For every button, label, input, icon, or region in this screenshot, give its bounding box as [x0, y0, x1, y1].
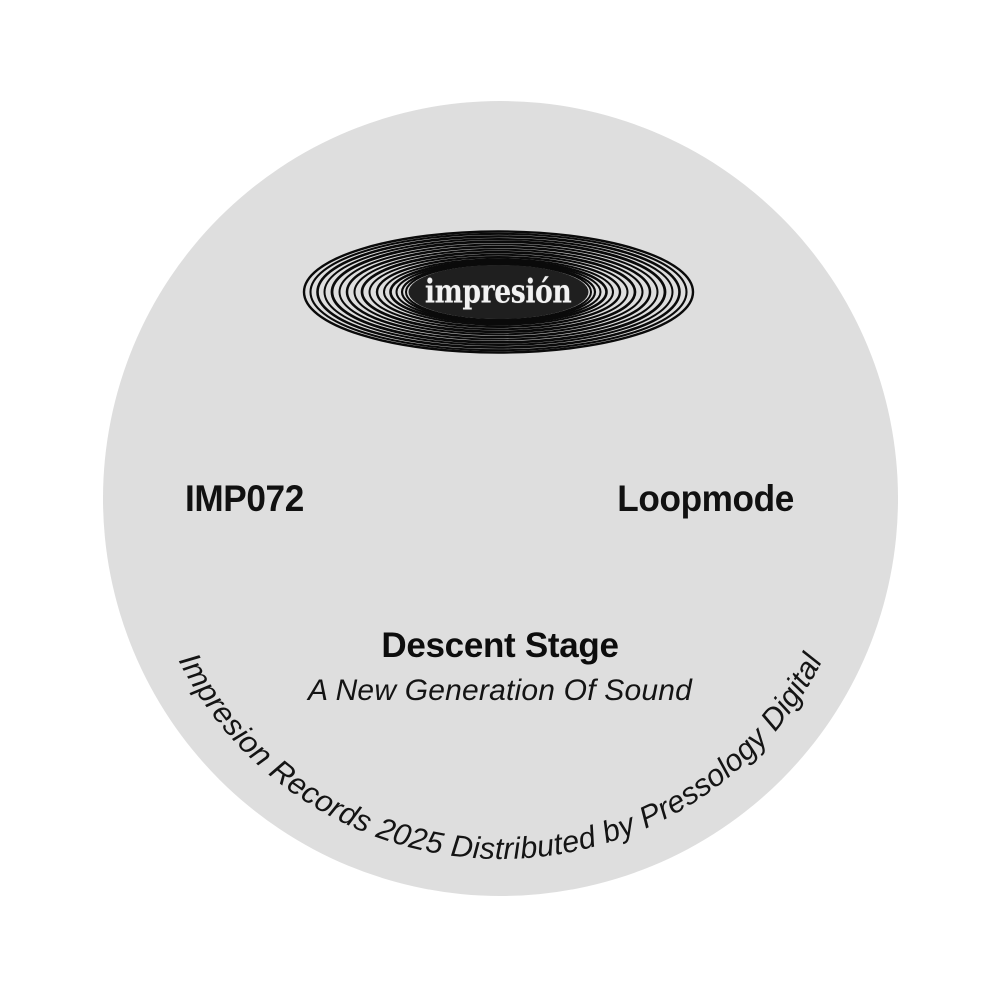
release-subtitle: A New Generation Of Sound [307, 674, 693, 707]
logo-groove-rings [302, 230, 695, 354]
logo-center-fill [408, 265, 589, 319]
impresion-logo: impresión [300, 228, 697, 356]
release-title: Descent Stage [381, 626, 619, 665]
artist-name: Loopmode [617, 478, 794, 519]
catalog-number: IMP072 [185, 478, 304, 519]
